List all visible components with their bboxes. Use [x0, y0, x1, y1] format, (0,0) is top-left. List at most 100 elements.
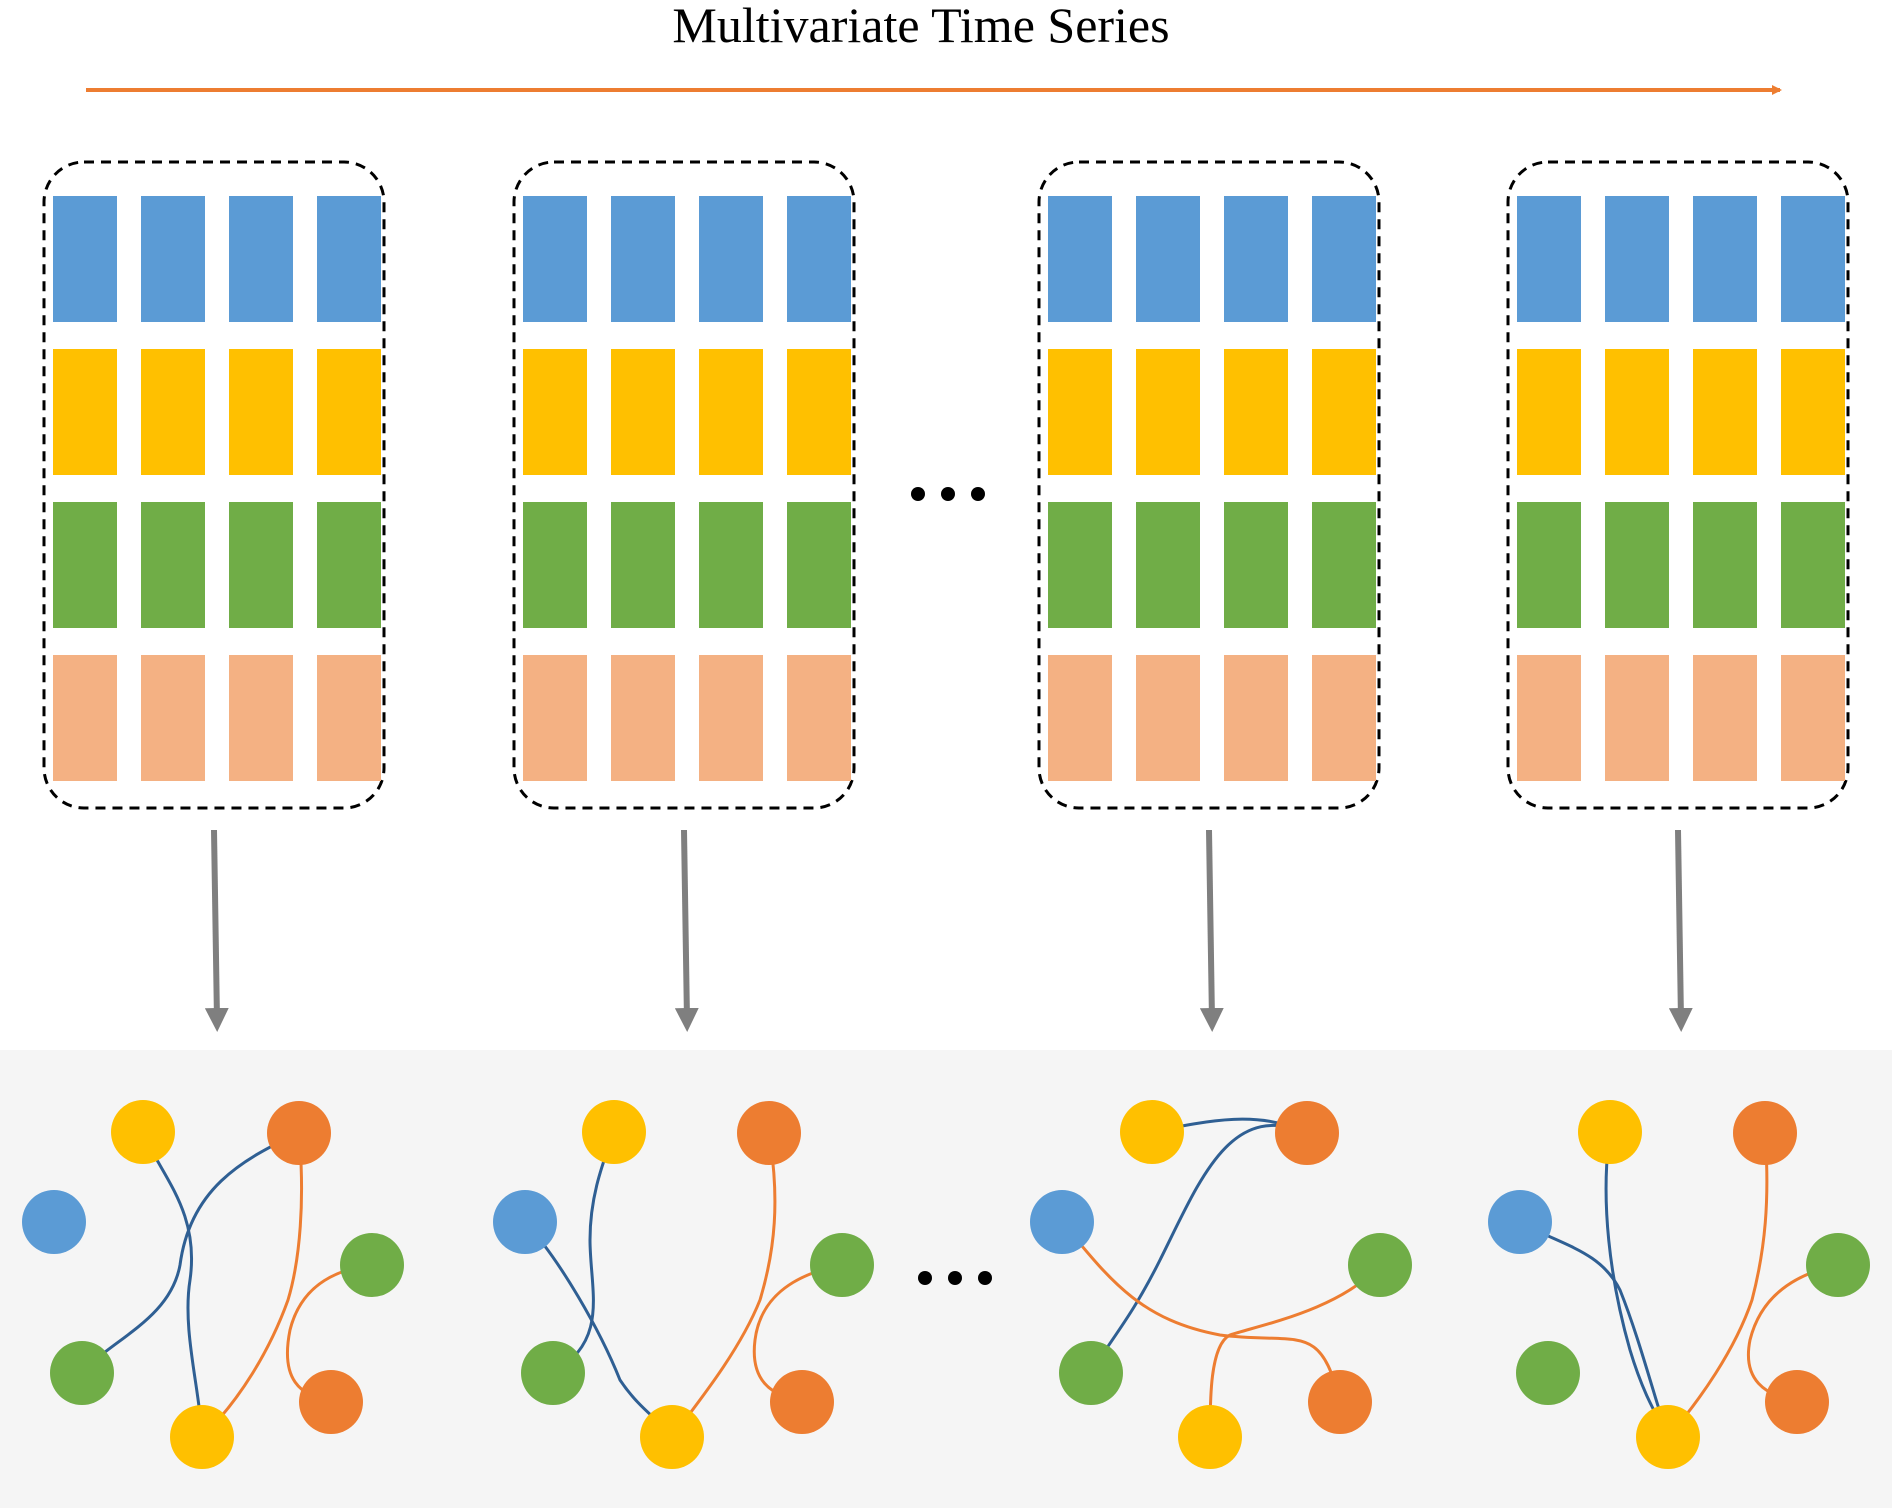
variable-block — [611, 196, 675, 322]
graph-node — [640, 1405, 704, 1469]
graph-node — [1765, 1370, 1829, 1434]
window-to-graph-arrow — [1199, 829, 1224, 1032]
graph-node — [50, 1341, 114, 1405]
graph-edge — [1060, 1221, 1342, 1403]
variable-block — [317, 502, 381, 628]
ellipsis-dot — [978, 1271, 992, 1285]
graph-node — [1488, 1190, 1552, 1254]
variable-block — [229, 196, 293, 322]
variable-block — [1693, 655, 1757, 781]
graph-edge — [1666, 1132, 1769, 1438]
variable-block — [53, 196, 117, 322]
dependency-graph-4 — [1488, 1100, 1870, 1469]
variable-block — [1693, 196, 1757, 322]
dependency-graph-3 — [1030, 1100, 1412, 1469]
graph-edge — [80, 1131, 300, 1374]
ellipsis-dot — [948, 1271, 962, 1285]
variable-block — [1312, 196, 1376, 322]
variable-block — [317, 655, 381, 781]
variable-block — [1224, 196, 1288, 322]
graph-node — [1275, 1101, 1339, 1165]
graph-node — [737, 1101, 801, 1165]
graph-ellipsis — [918, 1271, 992, 1285]
variable-block — [317, 349, 381, 475]
ellipsis-dot — [911, 487, 925, 501]
graph-node — [267, 1101, 331, 1165]
variable-block — [787, 655, 851, 781]
time-window-3 — [1037, 160, 1381, 810]
variable-block — [53, 502, 117, 628]
graph-edge — [200, 1132, 304, 1439]
variable-block — [1517, 349, 1581, 475]
variable-block — [1605, 349, 1669, 475]
graph-node — [1308, 1370, 1372, 1434]
variable-block — [699, 655, 763, 781]
variable-block — [1048, 349, 1112, 475]
variable-block — [53, 349, 117, 475]
graph-node — [1636, 1405, 1700, 1469]
variable-block — [1605, 502, 1669, 628]
graph-node — [22, 1190, 86, 1254]
ellipsis-dot — [971, 487, 985, 501]
variable-block — [1781, 655, 1845, 781]
variable-block — [1693, 502, 1757, 628]
graph-node — [582, 1100, 646, 1164]
graph-edge — [141, 1131, 204, 1438]
graph-node — [1120, 1100, 1184, 1164]
variable-block — [229, 349, 293, 475]
variable-block — [1136, 502, 1200, 628]
window-to-graph-arrow — [674, 829, 699, 1032]
graph-edge — [670, 1132, 777, 1438]
dependency-graph-1 — [22, 1100, 404, 1469]
variable-block — [1781, 502, 1845, 628]
diagram-title: Multivariate Time Series — [672, 0, 1170, 53]
variable-block — [523, 196, 587, 322]
variable-block — [1605, 655, 1669, 781]
graph-node — [1806, 1233, 1870, 1297]
variable-block — [229, 502, 293, 628]
variable-block — [787, 196, 851, 322]
graph-node — [521, 1341, 585, 1405]
variable-block — [1224, 502, 1288, 628]
variable-block — [611, 502, 675, 628]
variable-block — [1312, 349, 1376, 475]
variable-block — [141, 655, 205, 781]
variable-block — [1517, 196, 1581, 322]
graph-node — [111, 1100, 175, 1164]
time-window-1 — [42, 160, 386, 810]
variable-block — [53, 655, 117, 781]
graph-node — [340, 1233, 404, 1297]
window-to-graph-arrow — [1668, 829, 1693, 1032]
time-window-4 — [1506, 160, 1850, 810]
variable-block — [1136, 196, 1200, 322]
variable-block — [1517, 502, 1581, 628]
variable-block — [1781, 196, 1845, 322]
ellipsis-dot — [941, 487, 955, 501]
graph-node — [1578, 1100, 1642, 1164]
variable-block — [787, 349, 851, 475]
variable-block — [523, 349, 587, 475]
variable-block — [317, 196, 381, 322]
window-ellipsis — [911, 487, 985, 501]
variable-block — [1224, 655, 1288, 781]
variable-block — [1517, 655, 1581, 781]
graph-node — [1516, 1341, 1580, 1405]
variable-block — [523, 502, 587, 628]
graph-node — [1348, 1233, 1412, 1297]
variable-block — [1312, 502, 1376, 628]
variable-block — [1605, 196, 1669, 322]
graph-node — [493, 1190, 557, 1254]
graph-node — [810, 1233, 874, 1297]
variable-block — [523, 655, 587, 781]
graph-node — [1059, 1341, 1123, 1405]
graph-node — [770, 1370, 834, 1434]
graph-node — [1733, 1101, 1797, 1165]
variable-block — [699, 349, 763, 475]
variable-block — [1136, 349, 1200, 475]
graph-node — [1178, 1405, 1242, 1469]
variable-block — [611, 655, 675, 781]
variable-block — [229, 655, 293, 781]
graph-edge — [552, 1131, 616, 1375]
